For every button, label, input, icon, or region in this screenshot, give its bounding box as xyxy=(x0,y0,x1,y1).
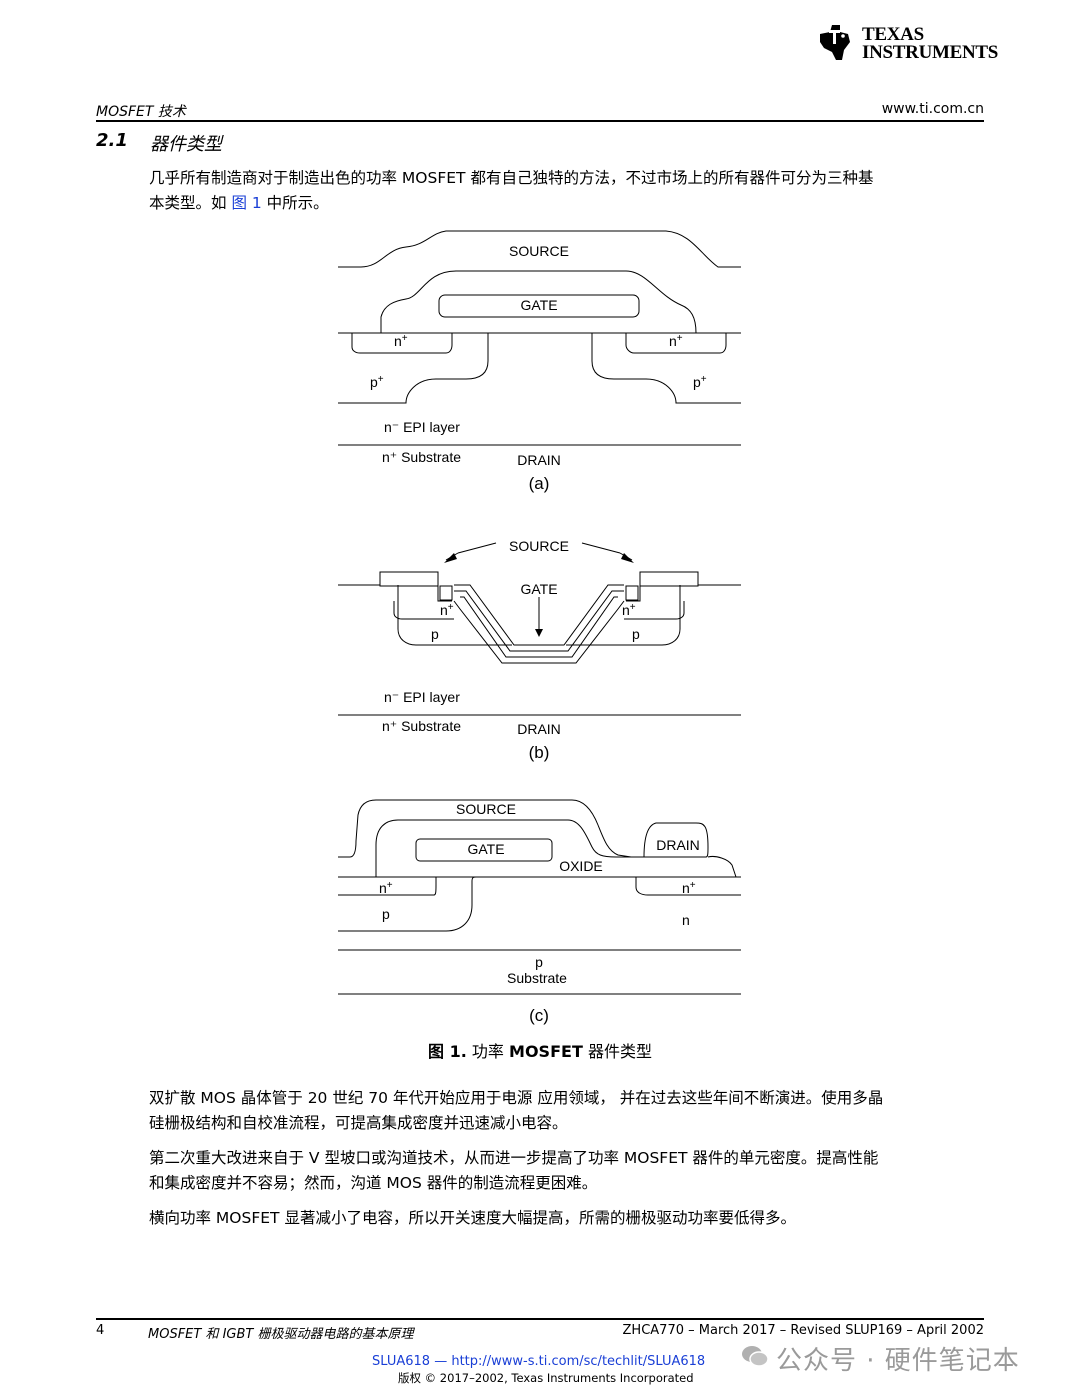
b-drain-label: DRAIN xyxy=(517,721,561,737)
a-source-label: SOURCE xyxy=(509,243,569,259)
a-figure-label: (a) xyxy=(529,474,550,493)
c-p-substrate: p xyxy=(535,954,543,970)
b-figure-label: (b) xyxy=(529,743,550,762)
ti-logo-text: Texas Instruments xyxy=(862,24,999,63)
footer-link[interactable]: SLUA618 — http://www-s.ti.com/sc/techlit… xyxy=(372,1354,706,1369)
a-drain-label: DRAIN xyxy=(517,452,561,468)
c-substrate-label: Substrate xyxy=(507,970,567,986)
wechat-icon xyxy=(742,1346,769,1367)
b-source-label: SOURCE xyxy=(509,538,569,554)
paragraph-1: 双扩散 MOS 晶体管于 20 世纪 70 年代开始应用于电源 应用领域， 并在… xyxy=(149,1089,884,1132)
figure-caption: 图 1. 功率 MOSFET 器件类型 xyxy=(428,1042,652,1061)
a-n-right: n+ xyxy=(669,333,683,349)
figure-1-link[interactable]: 图 1 xyxy=(231,194,262,212)
a-epi-label: n⁻ EPI layer xyxy=(384,419,460,435)
section-number: 2.1 xyxy=(96,130,128,151)
footer-copyright: 版权 © 2017–2002, Texas Instruments Incorp… xyxy=(398,1371,694,1385)
header-doc-section: MOSFET 技术 xyxy=(96,104,186,120)
intro-line-1: 几乎所有制造商对于制造出色的功率 MOSFET 都有自己独特的方法，不过市场上的… xyxy=(149,169,874,187)
footer-doc-title: MOSFET 和 IGBT 栅极驱动器电路的基本原理 xyxy=(148,1327,414,1342)
header-rule xyxy=(96,120,984,122)
c-n-left: n+ xyxy=(379,880,393,896)
c-drain-label: DRAIN xyxy=(656,837,700,853)
c-oxide-label: OXIDE xyxy=(559,858,603,874)
a-gate-label: GATE xyxy=(520,297,557,313)
b-substrate-label: n⁺ Substrate xyxy=(382,718,461,734)
c-source-label: SOURCE xyxy=(456,801,516,817)
c-gate-label: GATE xyxy=(467,841,504,857)
section-title: 器件类型 xyxy=(150,134,222,155)
b-n-right: n+ xyxy=(622,602,636,618)
paragraph-3: 横向功率 MOSFET 显著减小了电容，所以开关速度大幅提高，所需的栅极驱动功率… xyxy=(149,1209,796,1227)
page-number: 4 xyxy=(96,1323,105,1338)
b-epi-label: n⁻ EPI layer xyxy=(384,689,460,705)
mosfet-types-figure: SOURCE GATE n+ n+ p+ p+ n⁻ EPI layer n⁺ … xyxy=(338,230,741,1025)
paragraph-2: 第二次重大改进来自于 V 型坡口或沟道技术，从而进一步提高了功率 MOSFET … xyxy=(149,1149,879,1192)
figure-b: SOURCE GATE n+ n+ p p n⁻ EPI layer n⁺ Su… xyxy=(338,538,741,762)
a-p-left: p+ xyxy=(370,374,384,390)
watermark-text: 公众号 · 硬件笔记本 xyxy=(776,1346,1020,1376)
footer-rule xyxy=(96,1318,984,1320)
b-gate-label: GATE xyxy=(520,581,557,597)
figure-a: SOURCE GATE n+ n+ p+ p+ n⁻ EPI layer n⁺ … xyxy=(338,230,741,493)
a-substrate-label: n⁺ Substrate xyxy=(382,449,461,465)
ti-logo-icon xyxy=(820,25,850,60)
a-p-right: p+ xyxy=(693,374,707,390)
header-url[interactable]: www.ti.com.cn xyxy=(881,101,984,117)
c-p-left: p xyxy=(382,906,390,922)
c-n-region: n xyxy=(682,912,690,928)
b-p-left: p xyxy=(431,626,439,642)
c-n-right: n+ xyxy=(682,880,696,896)
b-n-left: n+ xyxy=(440,602,454,618)
footer-doc-id: ZHCA770 – March 2017 – Revised SLUP169 –… xyxy=(622,1323,984,1338)
a-n-left: n+ xyxy=(394,333,408,349)
b-p-right: p xyxy=(632,626,640,642)
intro-line-2: 本类型。如 图 1 中所示。 xyxy=(149,194,329,212)
intro-paragraph: 几乎所有制造商对于制造出色的功率 MOSFET 都有自己独特的方法，不过市场上的… xyxy=(149,166,979,216)
c-figure-label: (c) xyxy=(529,1006,549,1025)
figure-c: SOURCE GATE DRAIN OXIDE n+ n+ p n p Subs… xyxy=(338,799,741,1025)
